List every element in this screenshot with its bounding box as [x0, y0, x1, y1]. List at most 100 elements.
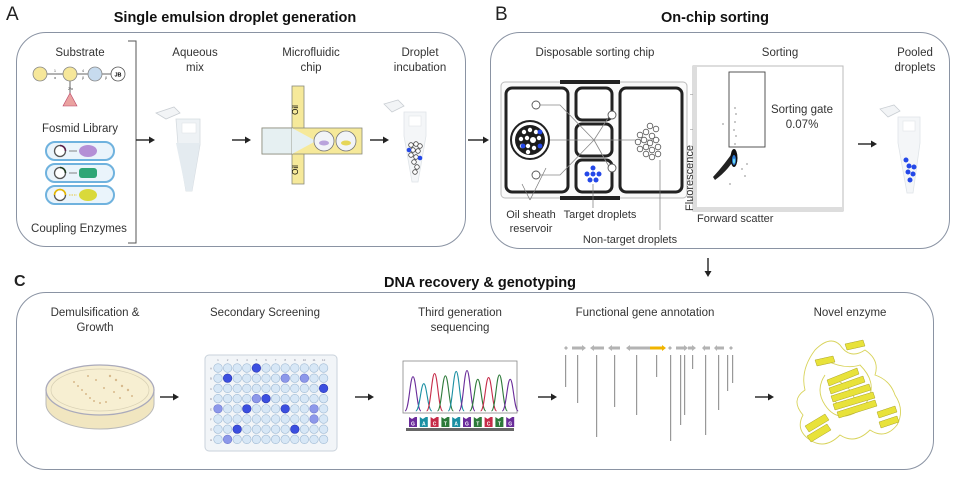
- gene-annotation-text: [565, 355, 567, 387]
- plate-well: [261, 414, 271, 424]
- base-call-tag: [452, 417, 461, 427]
- panel-b-title: On-chip sorting: [661, 10, 769, 26]
- plate-well: [261, 383, 271, 394]
- plate-well: [213, 363, 223, 373]
- label-line: droplets: [894, 62, 936, 74]
- plate-col-label: 8: [284, 358, 286, 362]
- label-line: mix: [186, 62, 204, 74]
- plate-well: [280, 363, 290, 373]
- label-line: Novel enzyme: [813, 307, 887, 319]
- label-line: Microfluidic: [282, 47, 340, 59]
- oil-sheath-reservoir-label: Oil sheath reservoir: [500, 208, 562, 236]
- svg-text:4: 4: [82, 69, 84, 73]
- plate-col-label: 2: [227, 358, 229, 362]
- label-line: Oil sheath: [506, 209, 556, 221]
- base-call-tag: [441, 417, 450, 427]
- gene-arrow: [626, 345, 650, 351]
- petri-dish-icon: [45, 364, 155, 430]
- panel-a-box: [16, 32, 466, 247]
- svg-text:2/α: 2/α: [68, 87, 73, 91]
- cell-population: [713, 107, 748, 185]
- plate-well: [242, 414, 252, 424]
- gene-annotation-text: [680, 355, 682, 425]
- plate-row-label: D: [210, 397, 213, 401]
- chromatogram-peak: [501, 378, 519, 412]
- panel-c-letter: C: [14, 273, 26, 290]
- plate-well: [222, 383, 233, 394]
- plate-well: [261, 434, 271, 444]
- enzyme-structure-icon: [796, 339, 901, 445]
- plate-well: [318, 434, 329, 444]
- substrate-label: Substrate: [55, 47, 105, 59]
- plate-well: [290, 393, 300, 404]
- substrate-glycan-icon: JB 1 α 4 β β 2/α: [32, 66, 126, 107]
- label-line: Aqueous: [172, 47, 218, 59]
- step-pooled-droplets-label: Pooled droplets: [885, 46, 945, 76]
- gene-annotation-text: [614, 355, 616, 407]
- plate-well: [213, 424, 223, 434]
- tube-icon: [155, 106, 201, 192]
- gene-arrow: [729, 346, 733, 350]
- plate-well: [280, 383, 290, 394]
- plate-row-label: A: [210, 367, 212, 371]
- plate-well: [261, 424, 271, 434]
- plate-well: [251, 404, 262, 414]
- sorting-chip-icon: [500, 80, 688, 230]
- gene-annotation-text: [670, 355, 672, 441]
- plate-well: [309, 383, 319, 394]
- plate-well: [251, 414, 262, 424]
- plate-well: [270, 383, 281, 394]
- chromatogram-peak: [490, 374, 508, 412]
- panel-b-box: [490, 32, 950, 249]
- plate-well: [270, 393, 281, 404]
- plate-well: [318, 393, 329, 404]
- plate-well: [318, 363, 329, 373]
- plate-well: [309, 373, 319, 383]
- plate-well-strong-hit: [318, 383, 329, 394]
- plate-well-strong-hit: [251, 363, 262, 373]
- plate-well: [232, 373, 242, 383]
- plate-well-strong-hit: [222, 373, 233, 383]
- panel-b-letter: B: [495, 4, 508, 25]
- arrow-icon: [232, 136, 251, 144]
- plate-well: [290, 434, 300, 444]
- plate-well: [309, 363, 319, 373]
- panel-c-box: [16, 292, 934, 470]
- plate-well: [213, 373, 223, 383]
- plate-well: [290, 373, 300, 383]
- plate-col-label: 4: [246, 358, 248, 362]
- plate-well: [290, 383, 300, 394]
- plate-well-weak-hit: [222, 434, 233, 444]
- svg-text:1: 1: [54, 69, 56, 73]
- plate-well: [280, 424, 290, 434]
- oil-label-bottom: Oil: [291, 165, 300, 175]
- plate-well: [222, 363, 233, 373]
- gene-annotation-text: [596, 355, 598, 437]
- plate-well-weak-hit: [213, 404, 223, 414]
- gene-annotation-text: [705, 355, 707, 435]
- arrow-icon: [468, 136, 489, 144]
- plate-well-strong-hit: [280, 404, 290, 414]
- plate-col-label: 7: [275, 358, 277, 362]
- step-novel-enzyme-label: Novel enzyme: [800, 306, 900, 321]
- plate-well: [299, 363, 309, 373]
- step-sorting-chip-label: Disposable sorting chip: [535, 47, 655, 59]
- plate-well: [280, 434, 290, 444]
- step-droplet-incubation-label: Droplet incubation: [385, 46, 455, 76]
- plate-well: [232, 363, 242, 373]
- plate-well: [242, 363, 252, 373]
- base-call-tag: [463, 417, 471, 427]
- plate-well: [270, 424, 281, 434]
- plate-well: [270, 373, 281, 383]
- plate-well-weak-hit: [309, 404, 319, 414]
- plate-row-label: B: [210, 377, 212, 381]
- plate-well: [213, 383, 223, 394]
- arrow-icon: [370, 136, 389, 144]
- plate-col-label: 10: [303, 358, 307, 362]
- plate-well: [213, 414, 223, 424]
- gene-annotation-text: [636, 355, 638, 415]
- fosmid-clone-3: [45, 185, 115, 205]
- plate-well: [309, 424, 319, 434]
- base-call-tag: [506, 417, 515, 427]
